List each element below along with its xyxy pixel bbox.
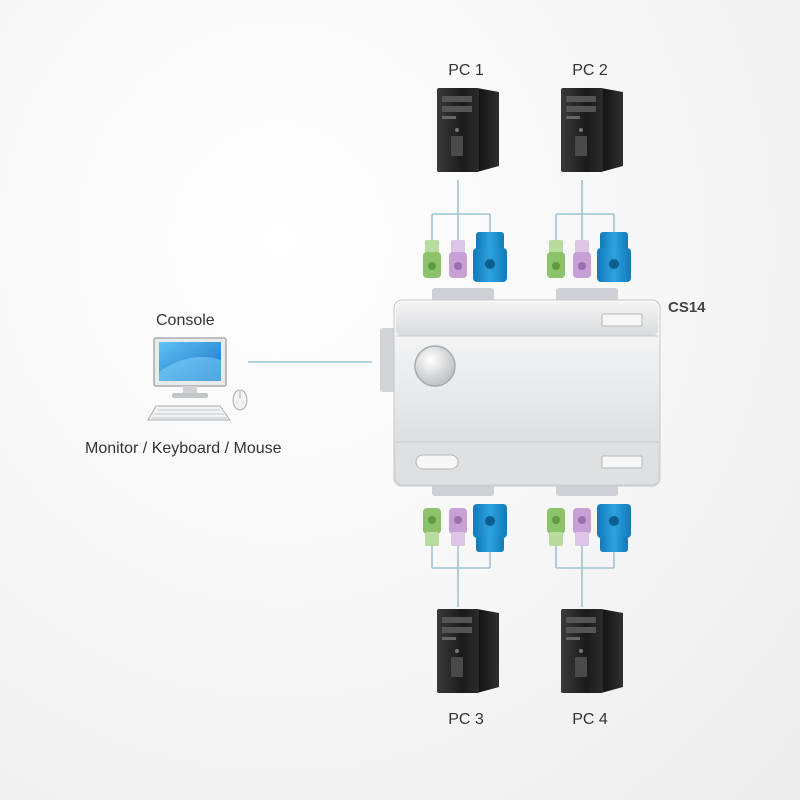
cable-pc1 bbox=[431, 180, 491, 240]
switch-model-label: CS14 bbox=[668, 299, 706, 316]
ps2-green-connector bbox=[547, 508, 565, 546]
vga-blue-connector bbox=[473, 504, 507, 552]
cables bbox=[248, 180, 615, 607]
pc-2-tower bbox=[561, 88, 623, 172]
cable-pc4 bbox=[555, 545, 615, 607]
pc-1-label: PC 1 bbox=[448, 62, 484, 79]
vga-blue-connector bbox=[597, 504, 631, 552]
pc-3-tower bbox=[437, 609, 499, 693]
ps2-green-connector bbox=[423, 508, 441, 546]
ps2-green-connector bbox=[547, 240, 565, 278]
cable-pc3 bbox=[431, 545, 491, 607]
console-caption: Monitor / Keyboard / Mouse bbox=[85, 440, 282, 457]
kvm-switch bbox=[380, 288, 661, 496]
pc-4-label: PC 4 bbox=[572, 711, 608, 728]
connectors-pc3 bbox=[423, 504, 507, 552]
cable-pc2 bbox=[555, 180, 615, 240]
pc-2-label: PC 2 bbox=[572, 62, 608, 79]
mouse-icon bbox=[232, 389, 248, 411]
pc-4-tower bbox=[561, 609, 623, 693]
ps2-purple-connector bbox=[449, 240, 467, 278]
ps2-purple-connector bbox=[573, 240, 591, 278]
console-title: Console bbox=[156, 312, 215, 329]
led-window bbox=[415, 454, 459, 470]
console-station bbox=[147, 337, 248, 421]
connectors-pc1 bbox=[423, 232, 507, 282]
led-window bbox=[601, 313, 643, 327]
led-window bbox=[601, 455, 643, 469]
ps2-purple-connector bbox=[449, 508, 467, 546]
ps2-green-connector bbox=[423, 240, 441, 278]
connectors-pc4 bbox=[547, 504, 631, 552]
ps2-purple-connector bbox=[573, 508, 591, 546]
pc-1-tower bbox=[437, 88, 499, 172]
port-select-button bbox=[414, 345, 456, 387]
monitor-icon bbox=[153, 337, 227, 398]
vga-blue-connector bbox=[473, 232, 507, 282]
connectors-pc2 bbox=[547, 232, 631, 282]
pc-3-label: PC 3 bbox=[448, 711, 484, 728]
keyboard-icon bbox=[147, 405, 231, 421]
vga-blue-connector bbox=[597, 232, 631, 282]
